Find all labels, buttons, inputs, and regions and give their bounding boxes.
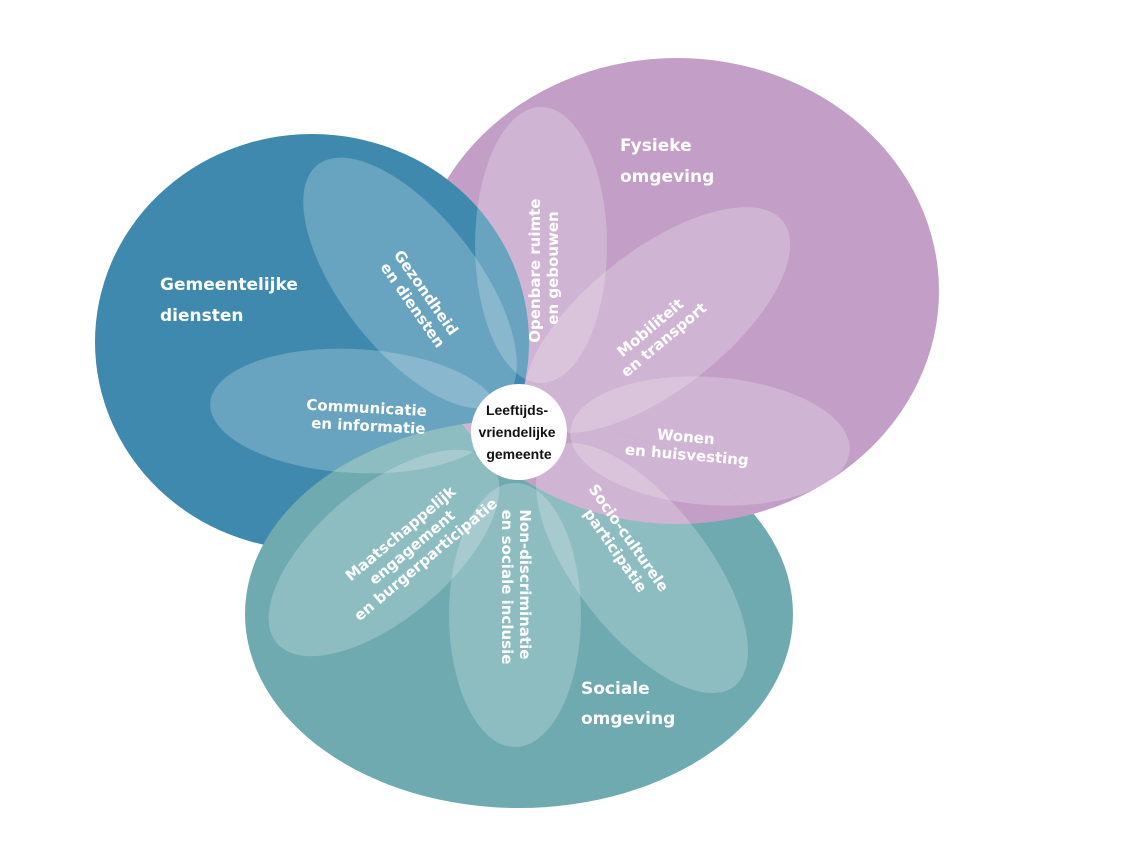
label-fysieke: Fysieke omgeving (620, 136, 714, 187)
label-communicatie: Communicatie en informatie (305, 396, 433, 439)
label-non-discriminatie: Non-discriminatie en sociale inclusie (498, 509, 534, 664)
petal-mobiliteit (523, 207, 791, 433)
petal-communicatie (210, 348, 500, 474)
petal-openbare-ruimte (475, 107, 607, 383)
petal-non-discriminatie (449, 483, 581, 747)
petal-wonen (570, 376, 850, 506)
label-gemeentelijke: Gemeentelijke diensten (160, 275, 304, 326)
petal-gezondheid (303, 157, 517, 409)
center-label: Leeftijds- vriendelijke gemeente (479, 402, 560, 462)
label-sociale: Sociale omgeving (581, 679, 675, 729)
petal-socio-culturele (536, 443, 748, 693)
label-openbare: Openbare ruimte en gebouwen (526, 193, 562, 342)
petal-maatschappelijk (268, 449, 500, 657)
center-circle (471, 384, 567, 480)
